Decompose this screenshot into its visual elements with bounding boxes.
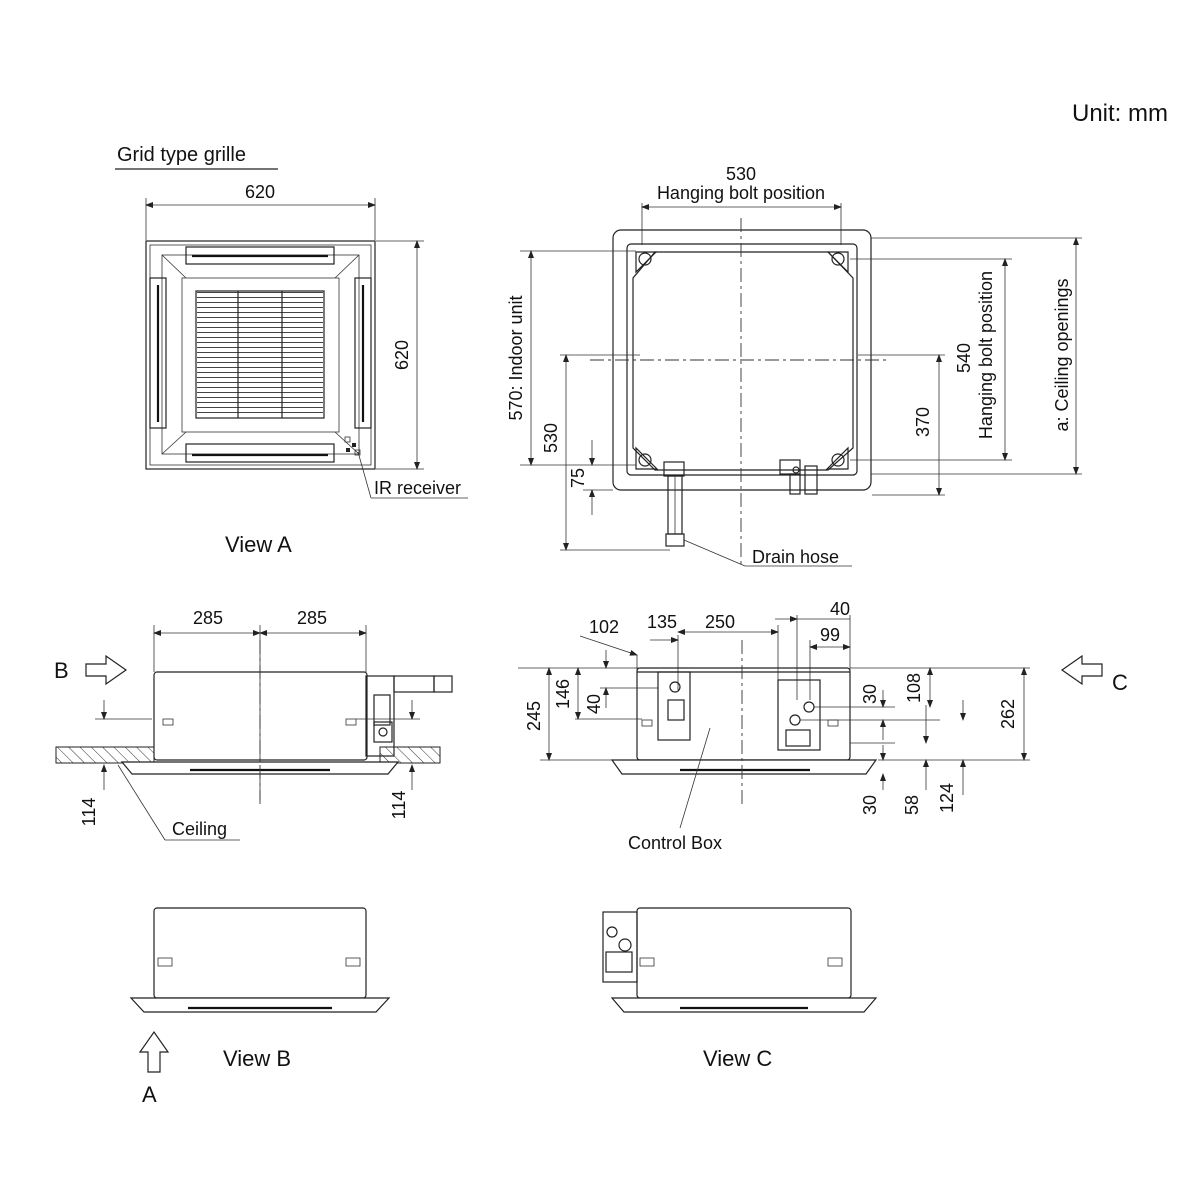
view-c-label: View C [703,1046,772,1071]
side-view-b-drawing: B 285 285 114 [54,608,453,841]
ceiling-label: Ceiling [172,819,227,839]
b-114-left-dim: 114 [79,798,99,827]
c-124-dim: 124 [937,783,957,813]
arrow-left-icon [1060,654,1103,686]
arrow-c-label: C [1112,670,1128,695]
c-135-dim: 135 [647,612,677,632]
c-40-top-dim: 40 [830,599,850,619]
arrow-up-icon [138,1030,170,1073]
view-a-drawing: Grid type grille 620 620 [115,144,468,557]
grille-title: Grid type grille [117,144,246,166]
c-146-dim: 146 [553,679,573,709]
side-view-c-drawing: C 102 135 250 40 99 [518,599,1128,853]
left-75-dim: 75 [568,468,588,488]
unit-label: Unit: mm [1072,100,1168,127]
c-102-dim: 102 [589,617,619,637]
view-a-height-dim: 620 [392,340,412,370]
c-58-dim: 58 [902,795,922,815]
indoor-unit-label: 570: Indoor unit [506,295,526,420]
right-370-dim: 370 [913,407,933,437]
view-b-drawing: A View B [129,907,391,1107]
c-250-dim: 250 [705,612,735,632]
right-540-dim: 540 [954,343,974,373]
b-285-left-dim: 285 [193,608,223,628]
c-30-bottom-dim: 30 [860,795,880,815]
top-bolt-label: Hanging bolt position [657,183,825,203]
top-view-drawing: 530 Hanging bolt position Drain hose [506,164,1082,567]
view-c-drawing: View C [602,907,878,1071]
arrow-right-icon [85,654,128,686]
ir-receiver-icon [344,436,361,456]
top-bolt-dim: 530 [726,164,756,184]
hanging-bolt-icon [635,251,849,470]
ceiling-openings-label: a: Ceiling openings [1052,278,1072,431]
c-245-dim: 245 [524,701,544,731]
c-99-dim: 99 [820,625,840,645]
view-a-label: View A [225,532,292,557]
c-30-top-dim: 30 [860,684,880,704]
left-530-dim: 530 [541,423,561,453]
b-285-right-dim: 285 [297,608,327,628]
control-box-label: Control Box [628,833,722,853]
ir-receiver-label: IR receiver [374,478,461,498]
c-40-left-dim: 40 [584,694,604,714]
right-bolt-label: Hanging bolt position [976,271,996,439]
view-b-label: View B [223,1046,291,1071]
arrow-a-label: A [142,1082,157,1107]
view-a-width-dim: 620 [245,182,275,202]
c-108-dim: 108 [904,673,924,703]
arrow-b-label: B [54,658,69,683]
b-114-right-dim: 114 [389,791,409,820]
drain-hose-label: Drain hose [752,547,839,567]
c-262-dim: 262 [998,699,1018,729]
